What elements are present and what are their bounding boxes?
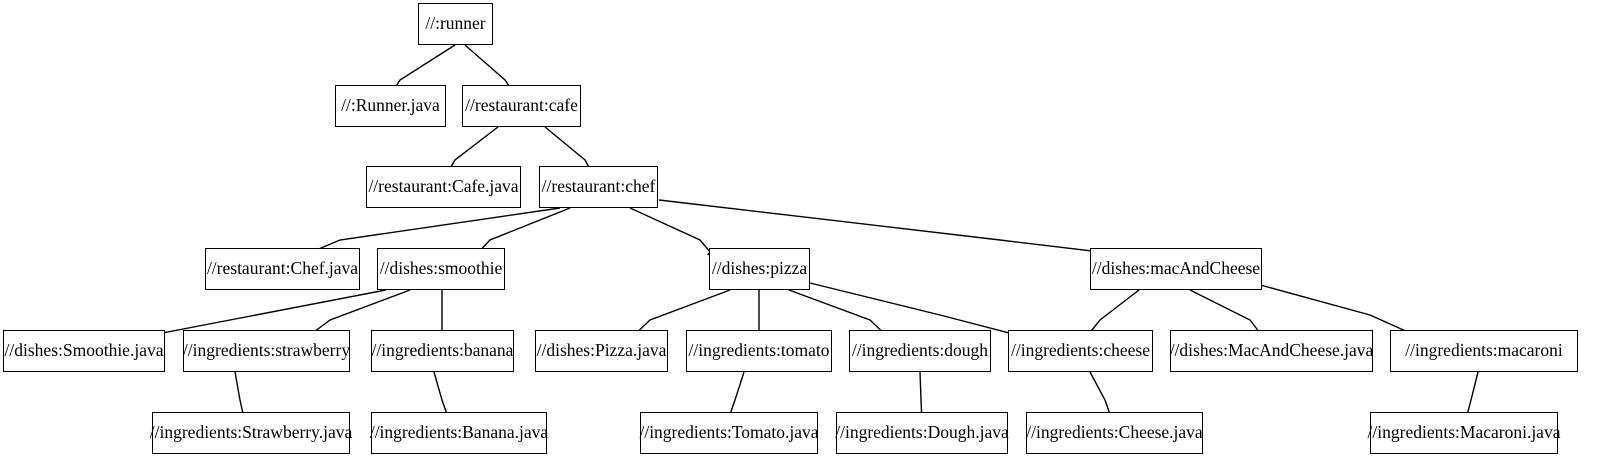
graph-node-chef_java[interactable]: //restaurant:Chef.java [205, 248, 360, 290]
graph-node-macaroni_java[interactable]: //ingredients:Macaroni.java [1368, 412, 1560, 454]
graph-node-cheese_java[interactable]: //ingredients:Cheese.java [1026, 412, 1203, 454]
graph-node-label: //ingredients:Macaroni.java [1367, 422, 1561, 443]
graph-node-smoothie_java[interactable]: //dishes:Smoothie.java [3, 330, 165, 372]
graph-node-dishes_smoothie[interactable]: //dishes:smoothie [377, 248, 505, 290]
graph-node-label: //ingredients:Cheese.java [1026, 422, 1203, 443]
graph-node-label: //dishes:MacAndCheese.java [1169, 340, 1374, 361]
graph-node-ing_dough[interactable]: //ingredients:dough [849, 330, 991, 372]
graph-node-label: //restaurant:Chef.java [206, 258, 359, 279]
graph-node-label: //dishes:macAndCheese [1091, 258, 1261, 279]
graph-node-label: //:Runner.java [341, 95, 440, 116]
graph-node-label: //:runner [425, 13, 486, 34]
graph-node-banana_java[interactable]: //ingredients:Banana.java [369, 412, 549, 454]
graph-node-restaurant_cafe[interactable]: //restaurant:cafe [462, 85, 581, 127]
graph-node-label: //restaurant:chef [541, 176, 656, 197]
graph-node-dishes_macandchee[interactable]: //dishes:macAndCheese [1090, 248, 1262, 290]
graph-node-label: //ingredients:dough [851, 340, 989, 361]
graph-edge-restaurant_chef-to-dishes_pizza [629, 207, 717, 260]
graph-node-label: //restaurant:Cafe.java [368, 176, 519, 197]
graph-node-dough_java[interactable]: //ingredients:Dough.java [835, 412, 1009, 454]
graph-node-cafe_java[interactable]: //restaurant:Cafe.java [366, 166, 521, 208]
graph-node-label: //ingredients:banana [371, 340, 514, 361]
graph-node-ing_cheese[interactable]: //ingredients:cheese [1008, 330, 1153, 372]
graph-node-ing_macaroni[interactable]: //ingredients:macaroni [1390, 330, 1578, 372]
graph-node-dishes_pizza[interactable]: //dishes:pizza [709, 248, 810, 290]
graph-node-label: //ingredients:Dough.java [835, 422, 1009, 443]
graph-node-strawberry_java[interactable]: //ingredients:Strawberry.java [150, 412, 352, 454]
graph-node-macandcheese_java[interactable]: //dishes:MacAndCheese.java [1170, 330, 1373, 372]
graph-node-tomato_java[interactable]: //ingredients:Tomato.java [639, 412, 819, 454]
graph-node-label: //ingredients:macaroni [1405, 340, 1563, 361]
graph-node-label: //ingredients:strawberry [182, 340, 351, 361]
graph-node-runner_java[interactable]: //:Runner.java [335, 85, 446, 127]
graph-node-label: //ingredients:Tomato.java [639, 422, 819, 443]
graph-node-label: //dishes:Smoothie.java [4, 340, 164, 361]
graph-node-ing_tomato[interactable]: //ingredients:tomato [686, 330, 832, 372]
graph-node-label: //ingredients:Banana.java [369, 422, 549, 443]
graph-node-label: //ingredients:tomato [688, 340, 830, 361]
graph-node-label: //ingredients:Strawberry.java [149, 422, 353, 443]
graph-node-label: //ingredients:cheese [1011, 340, 1150, 361]
graph-node-ing_banana[interactable]: //ingredients:banana [371, 330, 514, 372]
graph-node-label: //restaurant:cafe [465, 95, 578, 116]
graph-node-runner[interactable]: //:runner [418, 3, 493, 45]
graph-node-label: //dishes:smoothie [379, 258, 503, 279]
graph-node-ing_strawberry[interactable]: //ingredients:strawberry [183, 330, 350, 372]
graph-node-label: //dishes:Pizza.java [536, 340, 667, 361]
graph-node-label: //dishes:pizza [711, 258, 808, 279]
graph-node-restaurant_chef[interactable]: //restaurant:chef [539, 166, 658, 208]
graph-node-pizza_java[interactable]: //dishes:Pizza.java [535, 330, 668, 372]
